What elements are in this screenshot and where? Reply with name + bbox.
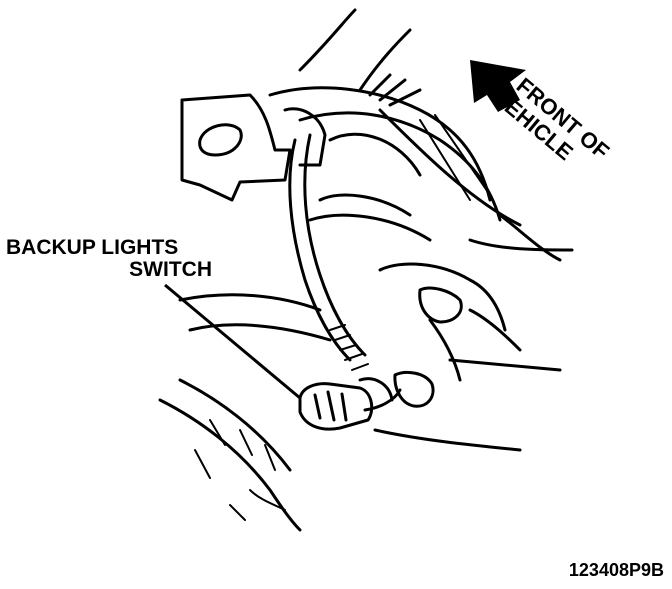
switch-connector-drawing [298, 377, 402, 431]
figure-id: 123408P9B [569, 560, 664, 580]
switch-leader-line [164, 283, 301, 400]
bracket-drawing [180, 93, 432, 242]
front-arrow-icon [470, 60, 526, 112]
lower-case-drawing [158, 262, 562, 532]
upper-harness-drawing [268, 8, 574, 262]
switch-cable-drawing [288, 133, 369, 371]
switch-label-line2: SWITCH [129, 258, 212, 281]
switch-label-line1: BACKUP LIGHTS [6, 236, 178, 259]
